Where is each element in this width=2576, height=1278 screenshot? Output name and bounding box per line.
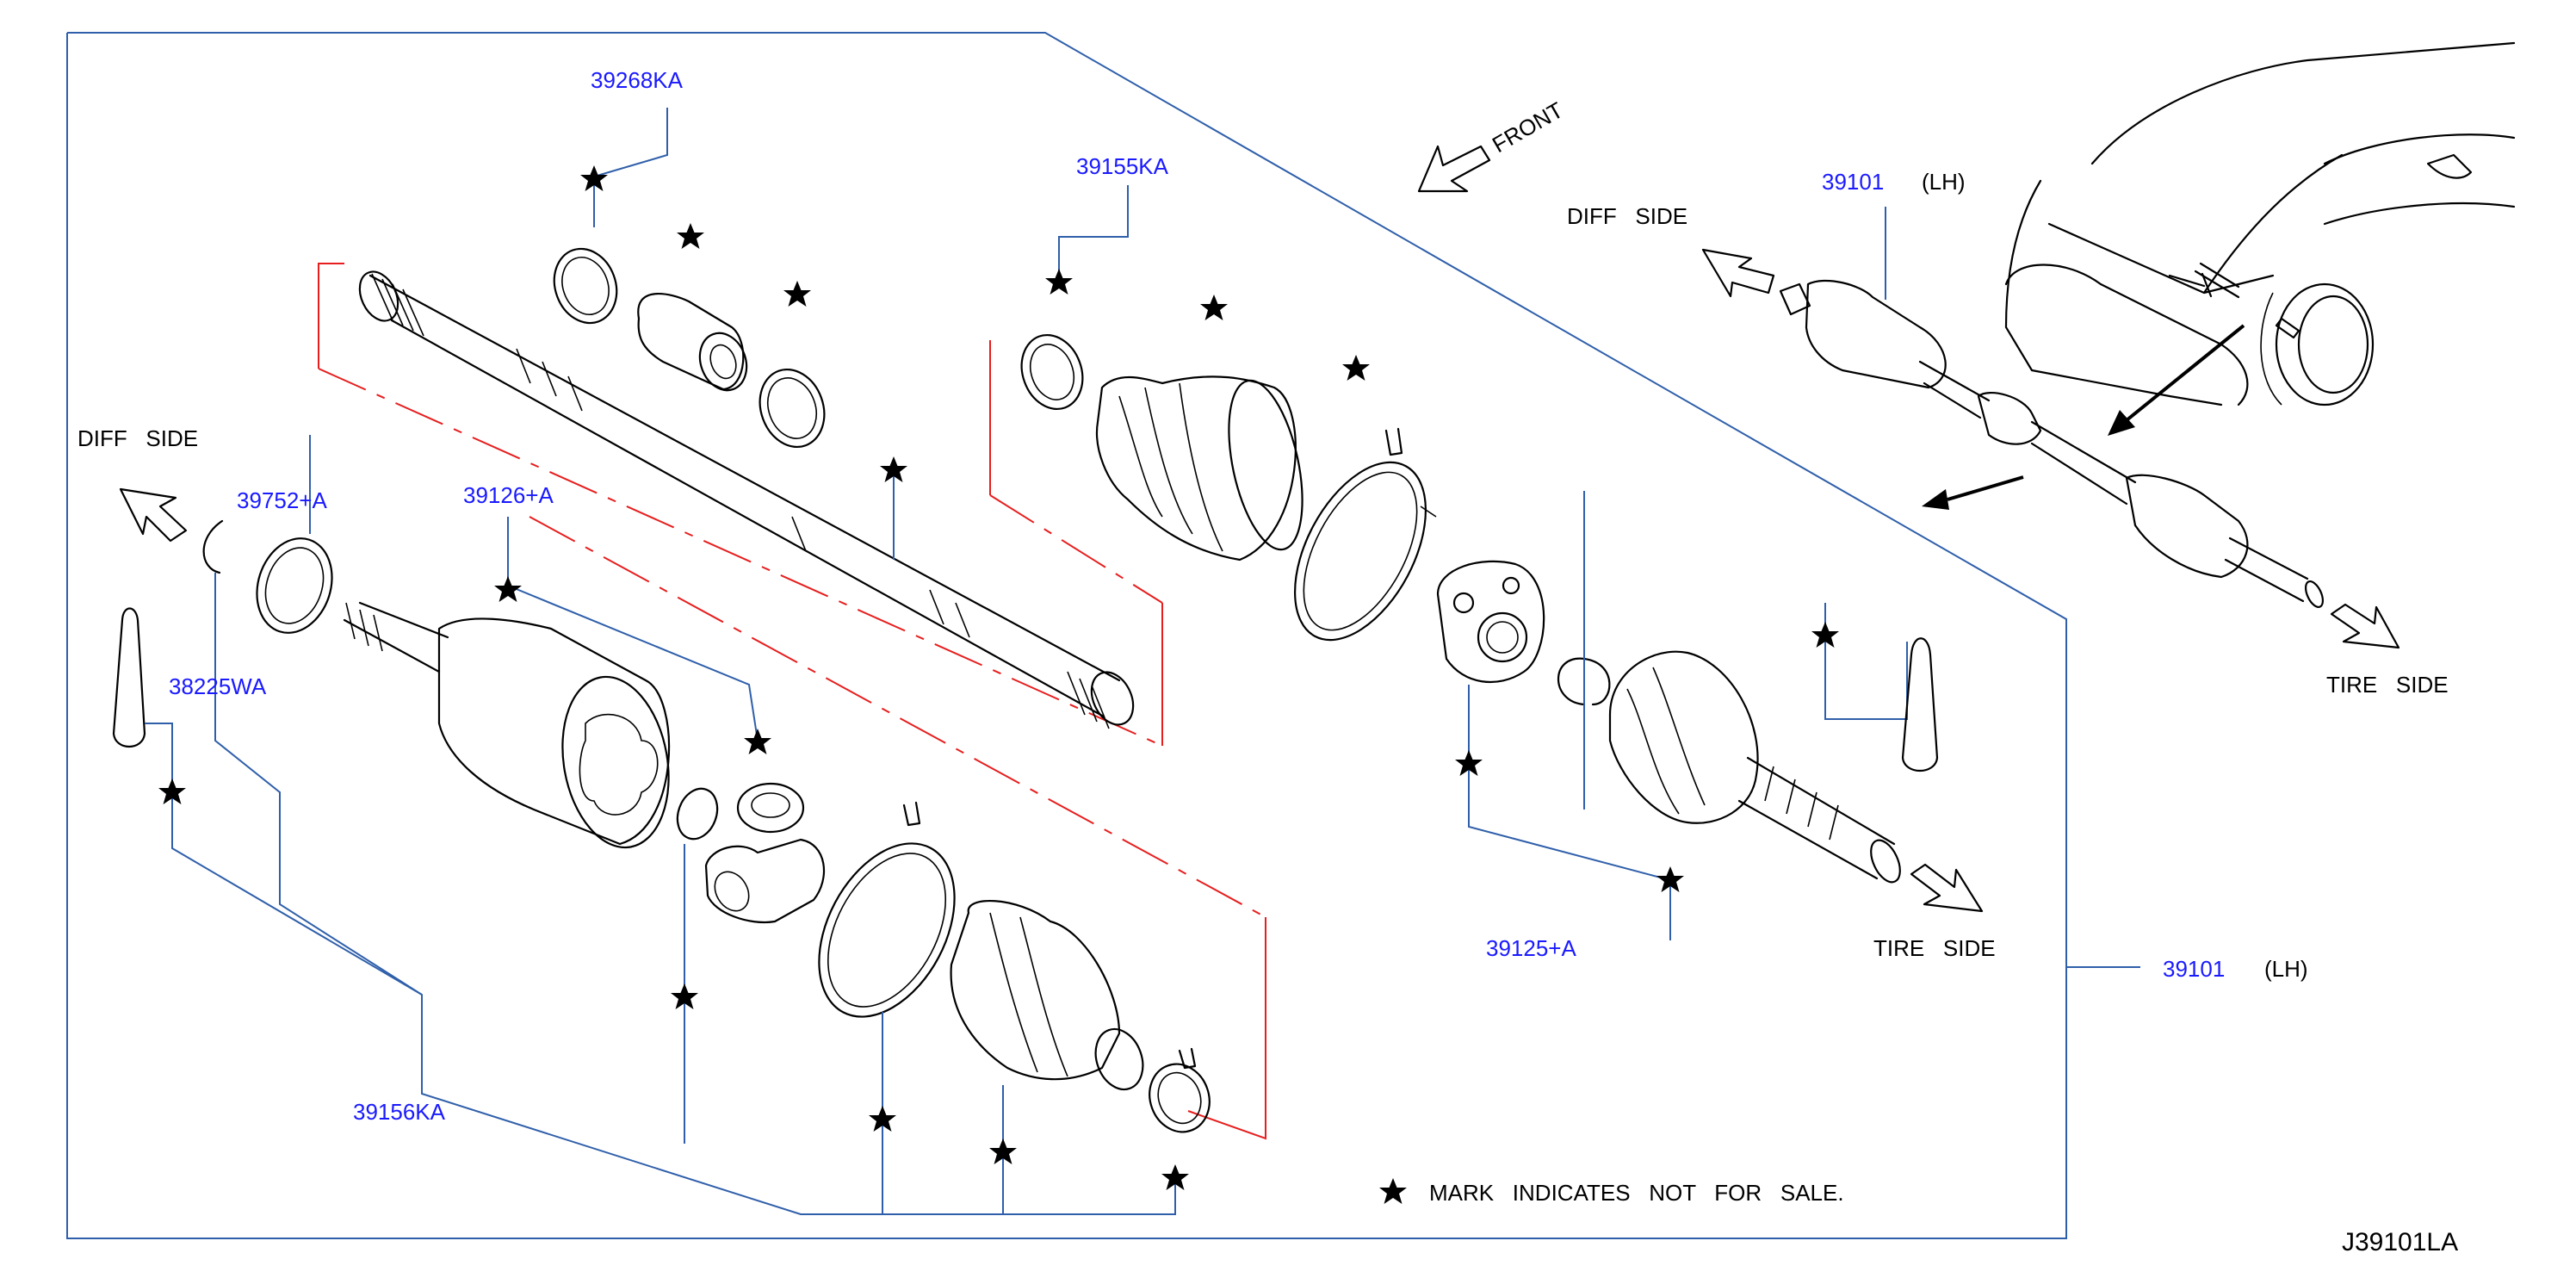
boot-clamp-outer xyxy=(1149,1047,1211,1133)
front-label: FRONT xyxy=(1488,96,1568,158)
snap-ring-left xyxy=(202,519,224,574)
dynamic-damper xyxy=(637,292,748,392)
spider-assembly-left xyxy=(704,782,826,924)
part-number-39268KA[interactable]: 39268KA xyxy=(591,67,684,93)
part-number-39752A[interactable]: 39752+A xyxy=(237,487,327,513)
part-side-39101-top: (LH) xyxy=(1922,169,1966,195)
boot-clamp-small-2 xyxy=(759,368,826,449)
diff-side-arrow-left xyxy=(119,487,188,543)
boot-band-left xyxy=(818,801,956,1018)
kit-boundary-shaft xyxy=(318,263,1163,747)
legend-star xyxy=(1379,1178,1407,1204)
not-for-sale-note: MARK INDICATES NOT FOR SALE. xyxy=(1429,1180,1844,1206)
leader-39155KA xyxy=(1058,185,1129,276)
part-side-39101-right: (LH) xyxy=(2264,956,2308,982)
vehicle-view xyxy=(2004,41,2516,406)
diff-side-label-top: DIFF SIDE xyxy=(1567,203,1687,229)
part-number-39101-right[interactable]: 39101 xyxy=(2163,956,2225,982)
kit-boundary-lower xyxy=(529,516,1266,1140)
leader-39268KA xyxy=(593,108,668,227)
inner-joint-housing xyxy=(343,601,671,849)
boot-inner-joint xyxy=(1096,375,1303,561)
spider-assembly-right xyxy=(1436,560,1545,684)
part-number-38225WA[interactable]: 38225WA xyxy=(169,673,267,699)
tire-side-arrow-center xyxy=(1910,863,1984,913)
boot-clamp-inner xyxy=(1020,333,1084,411)
drive-shaft-overview xyxy=(1779,279,2325,608)
grease-tube-left xyxy=(112,607,146,748)
outer-cv-joint xyxy=(1608,650,1901,884)
pointer-arrow-vehicle xyxy=(2108,324,2245,436)
pointer-arrow-shaft xyxy=(1922,475,2024,510)
snap-ring-right xyxy=(1557,657,1611,706)
part-number-39101-top[interactable]: 39101 xyxy=(1822,169,1884,195)
part-number-39155KA[interactable]: 39155KA xyxy=(1076,153,1169,179)
tire-side-label-center: TIRE SIDE xyxy=(1873,935,1996,961)
part-number-39125A[interactable]: 39125+A xyxy=(1486,935,1576,961)
boot-outer-joint xyxy=(950,900,1144,1091)
part-number-39126A[interactable]: 39126+A xyxy=(463,482,554,508)
diagram-code: J39101LA xyxy=(2342,1228,2458,1256)
tire-side-arrow-top xyxy=(2330,603,2400,649)
boot-clamp-small xyxy=(553,247,618,325)
drive-shaft xyxy=(358,270,1135,729)
grease-tube-right xyxy=(1901,637,1939,772)
front-arrow xyxy=(1417,145,1491,193)
assembly-boundary xyxy=(66,32,2067,1239)
oil-seal xyxy=(256,537,333,634)
tire-side-label-top: TIRE SIDE xyxy=(2326,672,2449,698)
diff-side-arrow-top xyxy=(1701,248,1775,298)
boot-band-large xyxy=(1293,427,1437,642)
kit-boundary-inner-boot xyxy=(989,340,1163,604)
part-number-39156KA[interactable]: 39156KA xyxy=(353,1099,446,1125)
diff-side-label-left: DIFF SIDE xyxy=(77,425,198,451)
snap-ring-small xyxy=(676,787,719,841)
